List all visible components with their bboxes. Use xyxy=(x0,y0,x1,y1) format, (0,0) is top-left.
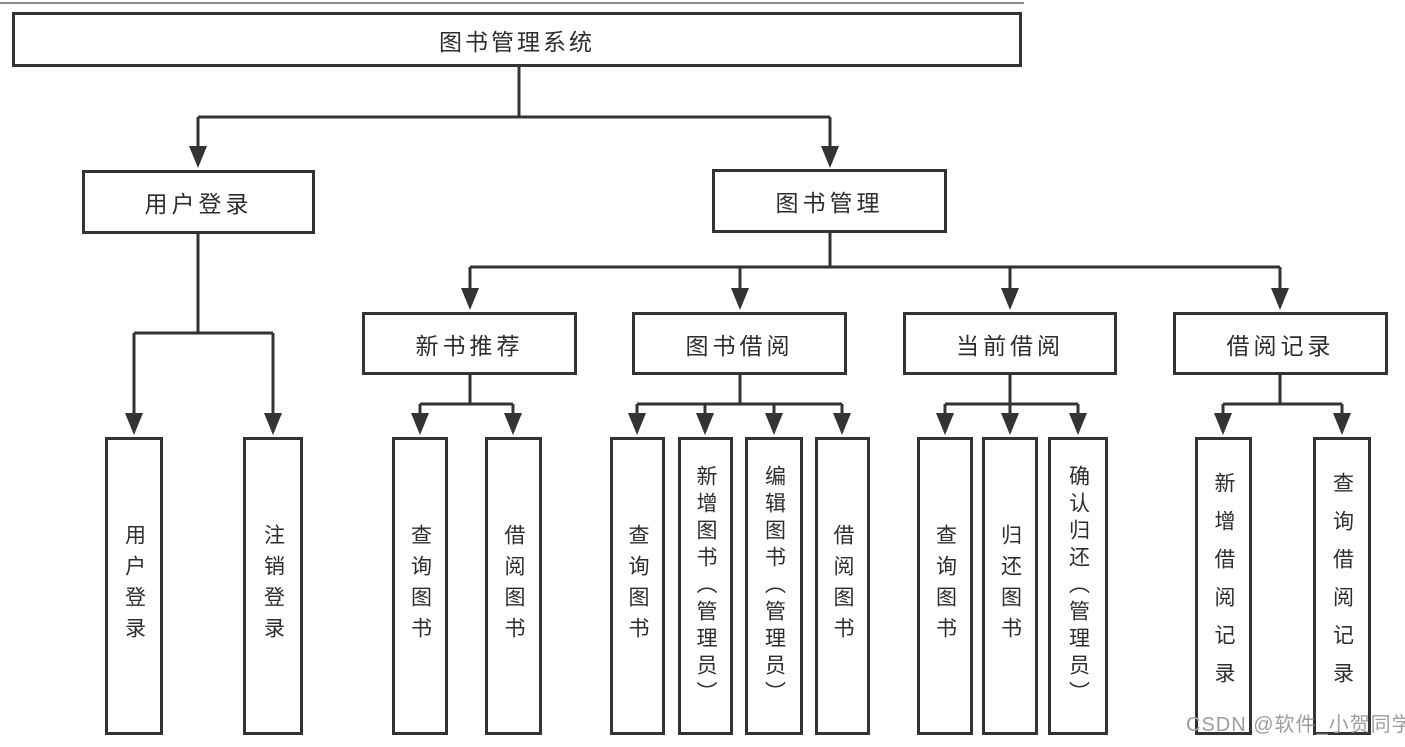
arrow-down-icon xyxy=(821,146,839,168)
arrow-down-icon xyxy=(1271,288,1289,310)
node-book-management: 图书管理 xyxy=(712,169,947,233)
leaf-query-book-2: 查询图书 xyxy=(610,437,665,735)
arrow-down-icon xyxy=(1214,413,1232,435)
leaf-add-borrow-record-label: 新增借阅记录 xyxy=(1212,472,1235,700)
node-user-login-label: 用户登录 xyxy=(144,191,253,217)
node-borrow-records-label: 借阅记录 xyxy=(1226,332,1335,359)
node-current-borrow: 当前借阅 xyxy=(903,312,1117,375)
leaf-logout-label: 注销登录 xyxy=(261,524,285,648)
arrow-down-icon xyxy=(628,413,646,435)
leaf-add-book-admin: 新增图书（管理员） xyxy=(678,437,733,735)
arrow-down-icon xyxy=(765,413,783,435)
node-new-book-recommend-label: 新书推荐 xyxy=(415,332,524,359)
leaf-logout: 注销登录 xyxy=(243,437,303,735)
arrow-down-icon xyxy=(936,413,954,435)
arrow-down-icon xyxy=(461,288,479,310)
leaf-query-book-1-label: 查询图书 xyxy=(408,524,432,648)
arrow-down-icon xyxy=(125,413,143,435)
node-root: 图书管理系统 xyxy=(12,12,1022,67)
node-current-borrow-label: 当前借阅 xyxy=(956,332,1064,359)
leaf-borrow-book-1-label: 借阅图书 xyxy=(502,524,525,648)
node-borrow-records: 借阅记录 xyxy=(1173,312,1388,375)
leaf-confirm-return-admin: 确认归还（管理员） xyxy=(1048,437,1108,735)
arrow-down-icon xyxy=(833,413,851,435)
leaf-query-borrow-record: 查询借阅记录 xyxy=(1313,437,1371,735)
arrow-down-icon xyxy=(264,413,282,435)
watermark: CSDN @软件_小贺同学 xyxy=(1186,714,1405,736)
leaf-edit-book-admin: 编辑图书（管理员） xyxy=(745,437,803,735)
node-book-management-label: 图书管理 xyxy=(775,190,884,216)
leaf-borrow-book-1: 借阅图书 xyxy=(485,437,542,735)
leaf-query-book-1: 查询图书 xyxy=(392,437,448,735)
leaf-query-book-3-label: 查询图书 xyxy=(933,524,957,648)
leaf-query-book-3: 查询图书 xyxy=(917,437,973,735)
leaf-return-book-label: 归还图书 xyxy=(998,524,1022,648)
leaf-user-login-label: 用户登录 xyxy=(122,524,146,648)
arrow-down-icon xyxy=(731,288,749,310)
arrowhead-icons xyxy=(125,146,1351,435)
node-book-borrow-label: 图书借阅 xyxy=(685,332,794,359)
arrow-down-icon xyxy=(696,413,714,435)
arrow-down-icon xyxy=(1069,413,1087,435)
leaf-user-login: 用户登录 xyxy=(105,437,163,735)
arrow-down-icon xyxy=(1001,288,1019,310)
arrow-down-icon xyxy=(504,413,522,435)
leaf-borrow-book-2: 借阅图书 xyxy=(815,437,870,735)
leaf-edit-book-admin-label: 编辑图书（管理员） xyxy=(762,464,786,708)
arrow-down-icon xyxy=(189,146,207,168)
arrow-down-icon xyxy=(1001,413,1019,435)
node-user-login: 用户登录 xyxy=(82,170,315,234)
leaf-borrow-book-2-label: 借阅图书 xyxy=(831,524,854,648)
leaf-query-book-2-label: 查询图书 xyxy=(626,524,649,648)
leaf-query-borrow-record-label: 查询借阅记录 xyxy=(1330,472,1354,700)
arrow-down-icon xyxy=(411,413,429,435)
leaf-return-book: 归还图书 xyxy=(982,437,1038,735)
leaf-add-book-admin-label: 新增图书（管理员） xyxy=(694,464,717,708)
leaf-add-borrow-record: 新增借阅记录 xyxy=(1195,437,1252,735)
node-new-book-recommend: 新书推荐 xyxy=(362,312,577,375)
leaf-confirm-return-admin-label: 确认归还（管理员） xyxy=(1066,464,1090,708)
node-book-borrow: 图书借阅 xyxy=(632,312,847,375)
arrow-down-icon xyxy=(1333,413,1351,435)
tree-connectors xyxy=(132,66,1344,418)
node-root-label: 图书管理系统 xyxy=(439,28,595,55)
